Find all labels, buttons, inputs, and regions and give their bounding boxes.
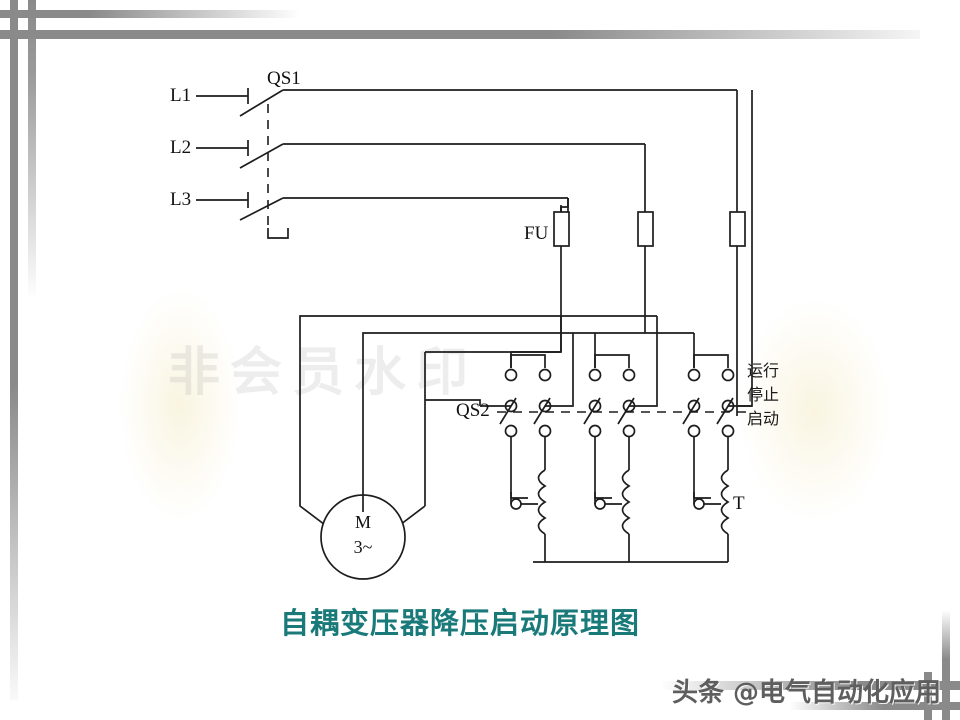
mode-label-run: 运行 — [747, 361, 780, 380]
label-t: T — [733, 493, 745, 514]
fuse-fu-group — [553, 207, 746, 416]
mode-label-start: 启动 — [747, 409, 780, 428]
motor-group — [320, 494, 406, 580]
label-fu: FU — [524, 223, 549, 244]
phase-drop-lines — [560, 90, 738, 214]
transformer-t-group — [510, 469, 730, 563]
switch-qs1-group — [196, 88, 737, 239]
label-qs1: QS1 — [267, 68, 301, 89]
phase-label-l3: L3 — [170, 189, 192, 210]
label-qs2: QS2 — [456, 400, 490, 421]
diagram-title: 自耦变压器降压启动原理图 — [279, 606, 640, 640]
phase-label-l2: L2 — [170, 137, 192, 158]
phase-label-l1: L1 — [170, 85, 192, 106]
switch-qs2-group — [425, 90, 753, 492]
motor-label-m: M — [354, 512, 371, 532]
motor-label-phase: 3~ — [353, 537, 373, 557]
mode-label-stop: 停止 — [747, 385, 780, 404]
